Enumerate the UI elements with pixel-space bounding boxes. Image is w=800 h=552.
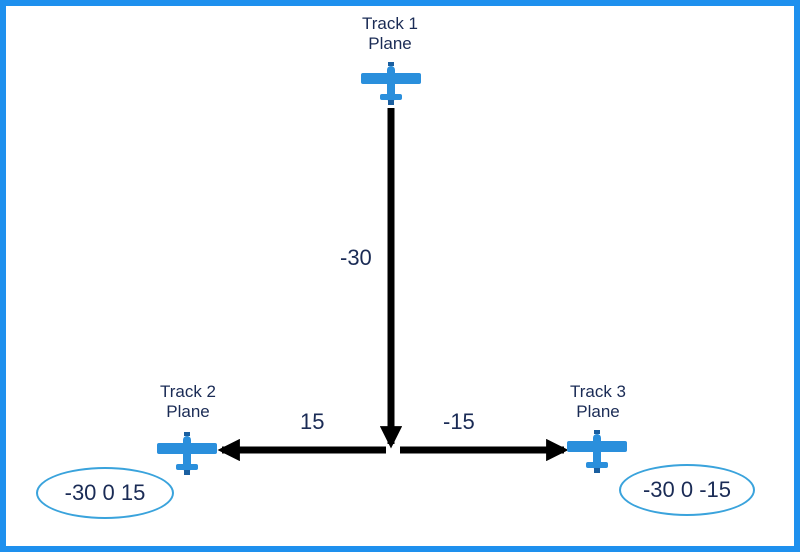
vertical-arrow-value: -30 (340, 245, 372, 270)
left-arrow-value: 15 (300, 409, 325, 434)
track-1-subtitle: Plane (368, 34, 412, 53)
track-1-label: Track 1 Plane (340, 14, 440, 54)
track-1-title: Track 1 (361, 14, 419, 33)
track-2-result: -30 0 15 (36, 467, 174, 519)
track-2-subtitle: Plane (166, 402, 210, 421)
track-3-label: Track 3 Plane (548, 382, 648, 422)
airplane-icon (361, 62, 421, 105)
airplane-icon (567, 430, 627, 473)
airplane-icon (157, 432, 217, 475)
track-2-label: Track 2 Plane (138, 382, 238, 422)
track-2-title: Track 2 (159, 382, 217, 401)
right-arrow-value: -15 (443, 409, 475, 434)
track-3-subtitle: Plane (576, 402, 620, 421)
track-3-result: -30 0 -15 (619, 464, 755, 516)
track-3-title: Track 3 (569, 382, 627, 401)
